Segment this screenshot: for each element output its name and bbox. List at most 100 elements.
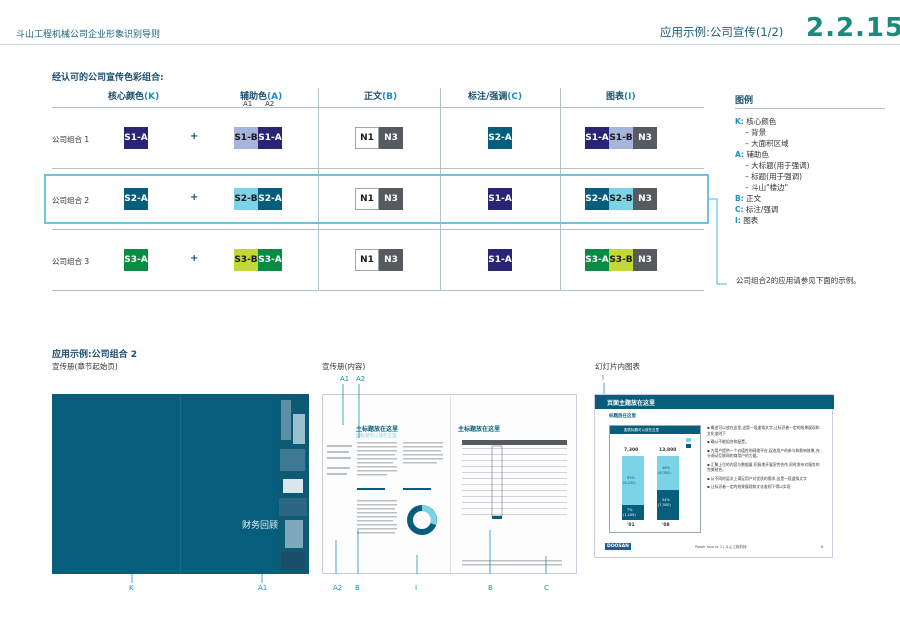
- bar-year: '08: [662, 523, 670, 528]
- swatch: S1-A: [258, 127, 282, 149]
- inner-body-text: [327, 440, 567, 566]
- slide-chart: 图表标题可以放在这里 7,300 13,800 93% (6,200) 7% (…: [609, 425, 701, 533]
- cover-label-a1: A1: [258, 584, 268, 592]
- swatch: S1-B: [234, 127, 258, 149]
- swatch: S2-B: [234, 188, 258, 210]
- swatch: N3: [633, 127, 657, 149]
- swatch: N3: [379, 127, 403, 149]
- swatch: N3: [633, 188, 657, 210]
- legend-divider: [735, 108, 885, 109]
- document-title: 斗山工程机械公司企业形象识别导则: [16, 30, 161, 40]
- plus-sign: +: [190, 192, 199, 203]
- examples-title: 应用示例:公司组合 2: [52, 350, 137, 360]
- inner-subheading: 副标题可以放在这里: [356, 434, 397, 439]
- col-aux: 辅助色(A): [240, 92, 283, 102]
- body-swatches: N1 N3: [355, 188, 403, 210]
- swatch: S3-A: [258, 249, 282, 271]
- swatch: N1: [355, 249, 379, 271]
- bar-bottom-value: (7,500): [658, 503, 671, 507]
- swatch: S3-B: [234, 249, 258, 271]
- bullet: ▪ 概述可以放在这里,这是一段虚拟文字,让标识者一定的效果展现和文化准则下: [707, 425, 820, 436]
- aux-swatches: S1-B S1-A: [234, 127, 282, 149]
- swatch: N3: [379, 249, 403, 271]
- chart-swatches: S2-A S2-B N3: [585, 188, 657, 210]
- swatch: S2-B: [609, 188, 633, 210]
- cover-fold: [180, 394, 181, 574]
- bullet: ▪ 让标识者一定的效果展现和文化准则下得以实现: [707, 484, 791, 489]
- legend-item: B: 正文: [735, 194, 762, 203]
- core-swatch: S1-A: [124, 127, 148, 149]
- cover-text: 财务回顾: [242, 521, 279, 531]
- combo-2-highlight: [44, 174, 709, 224]
- col-aux-sub2: A2: [265, 100, 275, 108]
- slide-footer-text: Power Source 1 | 斗山工程机械: [695, 545, 747, 549]
- section-number: 2.2.15: [806, 13, 900, 43]
- bar-bottom-segment: [622, 505, 644, 520]
- bar-year: '01: [627, 523, 635, 528]
- col-body: 正文(B): [364, 92, 398, 102]
- inner-fold: [450, 395, 451, 575]
- brochure-inner: 主标题放在这里 副标题可以放在这里 主标题放在这里: [322, 394, 577, 575]
- legend-item: C: 标注/强调: [735, 205, 779, 214]
- brochure-cover: 财务回顾: [52, 394, 309, 574]
- slide: 页面主题放在这里 标题放在这里 图表标题可以放在这里 7,300 13,800 …: [594, 394, 834, 558]
- swatch: S2-A: [258, 188, 282, 210]
- inner-label-i: I: [415, 584, 418, 592]
- col-chart: 图表(I): [606, 92, 636, 102]
- legend-swatch: [686, 438, 691, 442]
- grid-line: [52, 107, 704, 108]
- cover-label-k: K: [129, 584, 134, 592]
- bullet: ▪ 汇聚上位的内容与数据量,积极地开展宣传合作,同时发布对服务的完美结合。: [707, 461, 820, 473]
- legend-list: K: 核心颜色 – 背景 – 大面积区域 A: 辅助色 – 大标题(用于强调) …: [735, 116, 885, 226]
- inner-label-b: B: [355, 584, 360, 592]
- swatch: S3-B: [609, 249, 633, 271]
- legend-item: K: 核心颜色: [735, 117, 777, 126]
- bar-top-segment: [657, 456, 679, 490]
- swatch: N1: [355, 127, 379, 149]
- grid-line: [318, 88, 319, 290]
- col-mark: 标注/强调(C): [468, 92, 523, 102]
- slide-chart-header: [610, 426, 700, 434]
- bar-bottom-value: (1,100): [623, 513, 636, 517]
- body-swatches: N1 N3: [355, 127, 403, 149]
- slide-bullets: ▪ 概述可以放在这里,这是一段虚拟文字,让标识者一定的效果展现和文化准则下 ▪ …: [707, 425, 823, 493]
- grid-line: [52, 168, 704, 169]
- swatch: S1-A: [488, 249, 512, 271]
- bar-bottom-segment: [657, 490, 679, 520]
- grid-line: [52, 290, 704, 291]
- slide-caption: 幻灯片内图表: [595, 362, 640, 371]
- highlight-connector: [709, 198, 727, 285]
- inner-caption: 宣传册(内容): [322, 362, 366, 371]
- inner-right-heading: 主标题放在这里: [458, 426, 501, 433]
- legend-sub: – 背景: [745, 128, 767, 137]
- page-title: 应用示例:公司宣传(1/2): [660, 25, 784, 39]
- combos-title: 经认可的公司宣传色彩组合:: [52, 73, 164, 83]
- swatch: S1-B: [609, 127, 633, 149]
- bar-bottom-label: 7%: [627, 508, 633, 512]
- core-swatch: S2-A: [124, 188, 148, 210]
- swatch: S1-A: [488, 188, 512, 210]
- bar-top-value: (6,300): [658, 471, 671, 475]
- mark-swatch: S2-A: [488, 127, 512, 149]
- body-swatches: N1 N3: [355, 249, 403, 271]
- swatch: S1-A: [124, 127, 148, 149]
- inner-label-b2: B: [488, 584, 493, 592]
- mark-swatch: S1-A: [488, 188, 512, 210]
- slide-page-number: 8: [821, 545, 824, 549]
- inner-top-label-a2: A2: [356, 375, 366, 383]
- legend-title: 图例: [735, 96, 754, 106]
- slide-chart-title: 图表标题可以放在这里: [624, 428, 659, 432]
- slide-subtitle: 标题放在这里: [609, 414, 636, 419]
- legend-sub: – 大标题(用于强调): [745, 161, 810, 170]
- chart-swatches: S1-A S1-B N3: [585, 127, 657, 149]
- legend-sub: – 标题(用于强调): [745, 172, 802, 181]
- inner-label-c: C: [544, 584, 549, 592]
- legend-sub: – 大面积区域: [745, 139, 789, 148]
- swatch: S3-A: [585, 249, 609, 271]
- plus-sign: +: [190, 253, 199, 264]
- swatch: N1: [355, 188, 379, 210]
- swatch: S2-A: [124, 188, 148, 210]
- legend-sub: – 斗山"楼边": [745, 183, 789, 192]
- grid-line: [52, 229, 704, 230]
- bar-top-value: (6,200): [623, 481, 636, 485]
